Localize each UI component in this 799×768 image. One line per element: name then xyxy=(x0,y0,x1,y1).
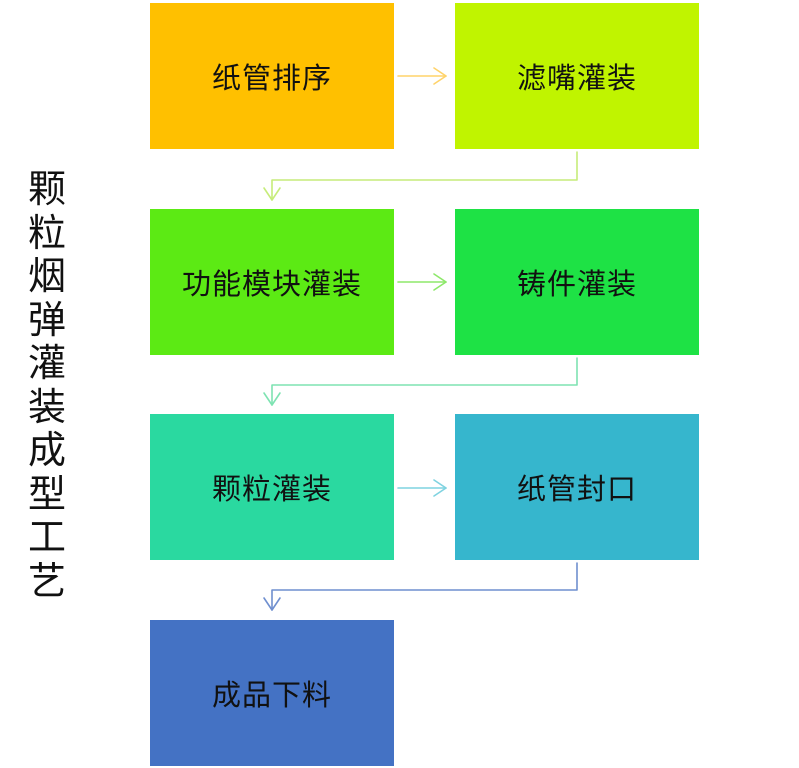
arrow-sealing-to-unloading xyxy=(263,562,578,611)
arrow-granule-to-sealing xyxy=(397,479,447,497)
arrow-function-module-to-casting xyxy=(397,273,447,291)
step-paper-tube-sorting: 纸管排序 xyxy=(150,3,394,149)
process-title-char: 颗 xyxy=(27,167,66,211)
process-title-char: 弹 xyxy=(27,297,66,342)
process-title: 颗粒烟弹灌装成型工艺 xyxy=(22,170,72,600)
process-title-char: 灌 xyxy=(27,341,66,386)
step-finished-product-unloading: 成品下料 xyxy=(150,620,394,766)
process-title-char: 工 xyxy=(27,515,66,560)
process-title-char: 粒 xyxy=(27,210,66,255)
process-title-char: 烟 xyxy=(27,254,66,299)
step-granule-filling: 颗粒灌装 xyxy=(150,414,394,560)
arrow-casting-to-granule xyxy=(263,357,578,406)
step-casting-filling: 铸件灌装 xyxy=(455,209,699,355)
step-paper-tube-sealing: 纸管封口 xyxy=(455,414,699,560)
arrow-sorting-to-filter xyxy=(397,67,447,85)
arrow-filter-to-function-module xyxy=(263,151,578,201)
process-title-char: 型 xyxy=(27,471,66,516)
step-function-module-filling: 功能模块灌装 xyxy=(150,209,394,355)
process-title-char: 艺 xyxy=(27,558,66,603)
step-filter-filling: 滤嘴灌装 xyxy=(455,3,699,149)
process-title-char: 成 xyxy=(27,428,66,473)
process-title-char: 装 xyxy=(27,384,66,429)
